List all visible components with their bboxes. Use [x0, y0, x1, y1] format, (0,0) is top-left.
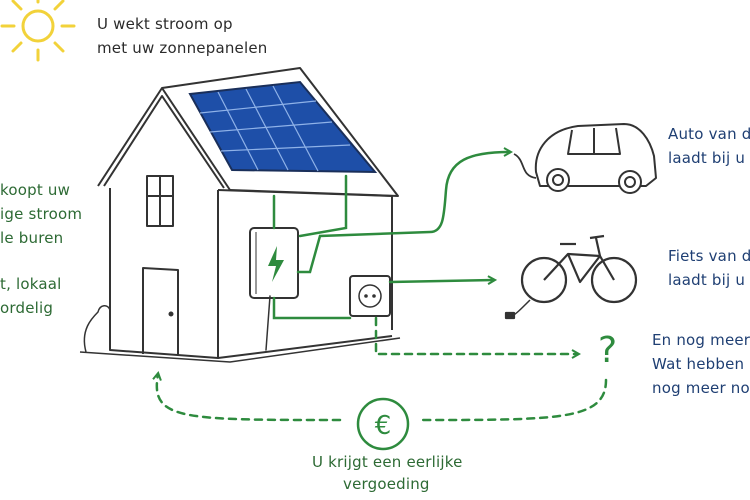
car-label-line2: laadt bij u [668, 149, 746, 167]
local-label-line2: ordelig [0, 299, 54, 317]
pay-label-line1: U krijgt een eerlijke [312, 453, 463, 471]
bicycle-icon [504, 234, 638, 320]
sun-icon [0, 0, 76, 62]
local-label-line1: t, lokaal [0, 275, 62, 293]
solar-panel [188, 80, 378, 174]
more-label-line1: En nog meer [652, 331, 750, 349]
sun-label-line1: U wekt stroom op [97, 15, 233, 33]
bike-label-line2: laadt bij u [668, 271, 746, 289]
question-mark-icon: ? [598, 330, 617, 371]
sell-label-line3: le buren [0, 229, 64, 247]
power-socket-icon [349, 275, 391, 317]
euro-icon: € [356, 397, 410, 451]
pay-label-line2: vergoeding [343, 475, 430, 493]
inverter-box [249, 227, 299, 299]
house [79, 67, 401, 363]
more-label-line3: nog meer nodi [652, 379, 750, 397]
lightning-icon [268, 246, 284, 282]
svg-text:€: € [375, 411, 392, 441]
sell-label-line1: koopt uw [0, 181, 71, 199]
sell-label-line2: ige stroom [0, 205, 83, 223]
bike-label-line1: Fiets van d [668, 247, 750, 265]
sun-label-line2: met uw zonnepanelen [97, 39, 268, 57]
dashed-flow [157, 316, 608, 422]
car-label-line1: Auto van d [668, 125, 750, 143]
svg-text:?: ? [598, 330, 617, 371]
car-icon [513, 123, 657, 194]
more-label-line2: Wat hebben uw [652, 355, 750, 373]
energy-wires [265, 152, 510, 351]
